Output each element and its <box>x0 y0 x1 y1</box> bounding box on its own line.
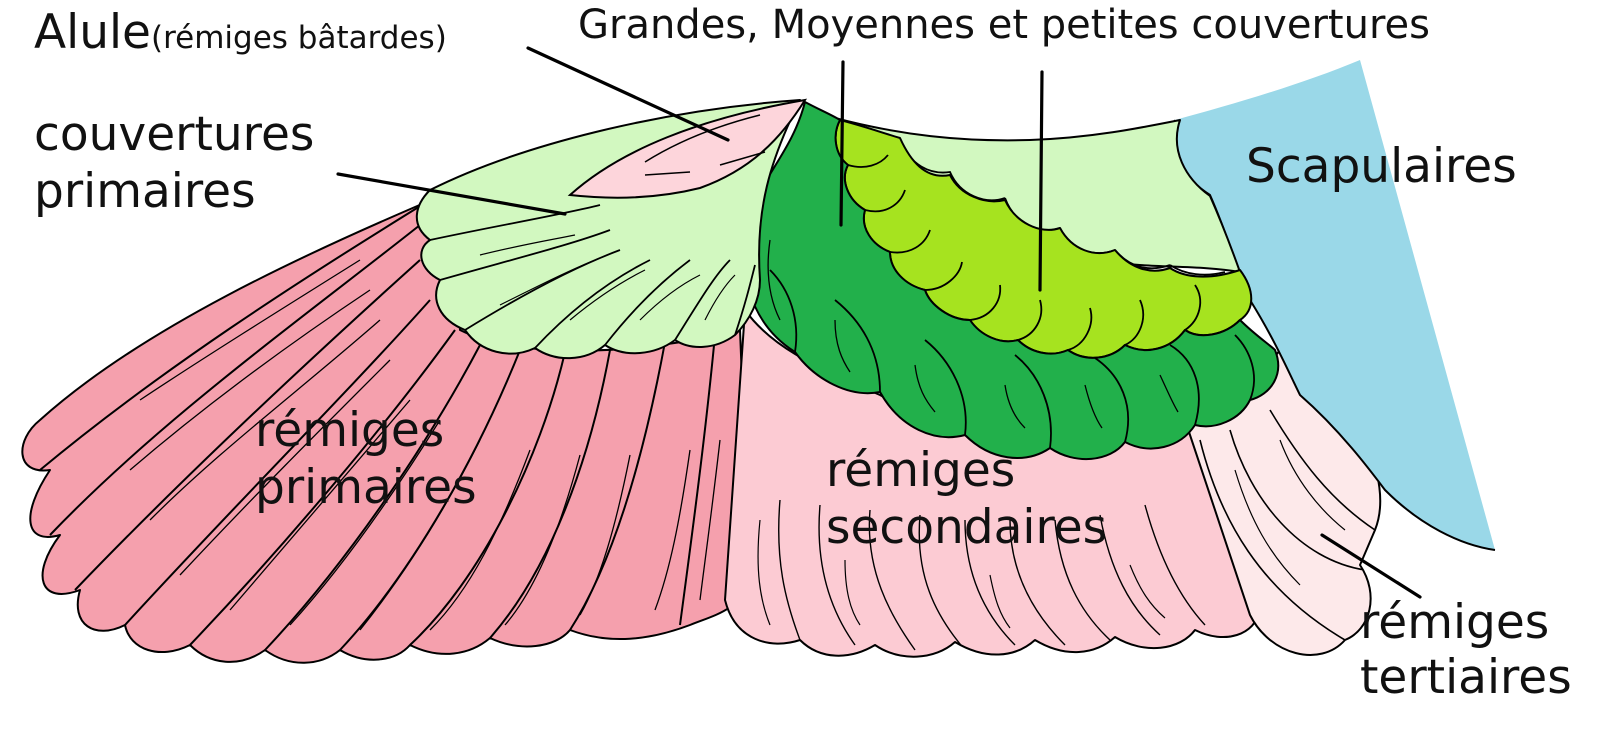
label-alule-sub: (rémiges bâtardes) <box>150 20 447 56</box>
scapulaires-shape <box>1171 60 1495 550</box>
label-remiges-secondaires-line1: rémiges <box>826 443 1016 498</box>
label-remiges-tertiaires: rémiges tertiaires <box>1360 598 1572 703</box>
label-alule-main: Alule <box>34 5 151 60</box>
label-alule: Alule(rémiges bâtardes) <box>34 8 447 57</box>
label-remiges-tertiaires-line1: rémiges <box>1360 595 1550 650</box>
label-remiges-primaires-line1: rémiges <box>255 403 445 458</box>
label-couvertures-primaires-line2: primaires <box>34 164 256 220</box>
label-couvertures-primaires: couvertures primaires <box>34 110 314 217</box>
label-remiges-secondaires-line2: secondaires <box>826 500 1108 556</box>
leader-lines <box>336 46 1422 599</box>
remiges-primaires-shape <box>21 189 751 664</box>
leader-alule <box>526 46 730 142</box>
leader-couvertures-primaires <box>336 172 567 216</box>
label-remiges-tertiaires-line2: tertiaires <box>1360 650 1572 706</box>
grandes-couvertures-shape <box>743 101 1280 460</box>
alule-shape <box>567 98 808 199</box>
leader-grandes-couvertures <box>839 60 845 227</box>
label-couvertures-title: Grandes, Moyennes et petites couvertures <box>578 2 1430 48</box>
label-scapulaires: Scapulaires <box>1246 139 1517 194</box>
alule-fill <box>567 98 808 199</box>
label-remiges-primaires-line2: primaires <box>255 460 477 516</box>
remiges-primaires-fill <box>21 189 751 664</box>
leader-remiges-tertiaires <box>1320 533 1422 599</box>
label-remiges-primaires: rémiges primaires <box>255 406 477 513</box>
label-couvertures-primaires-line1: couvertures <box>34 107 315 162</box>
remiges-secondaires-shape <box>724 309 1261 658</box>
leader-moyennes-couvertures <box>1038 70 1044 292</box>
label-remiges-secondaires: rémiges secondaires <box>826 446 1107 553</box>
